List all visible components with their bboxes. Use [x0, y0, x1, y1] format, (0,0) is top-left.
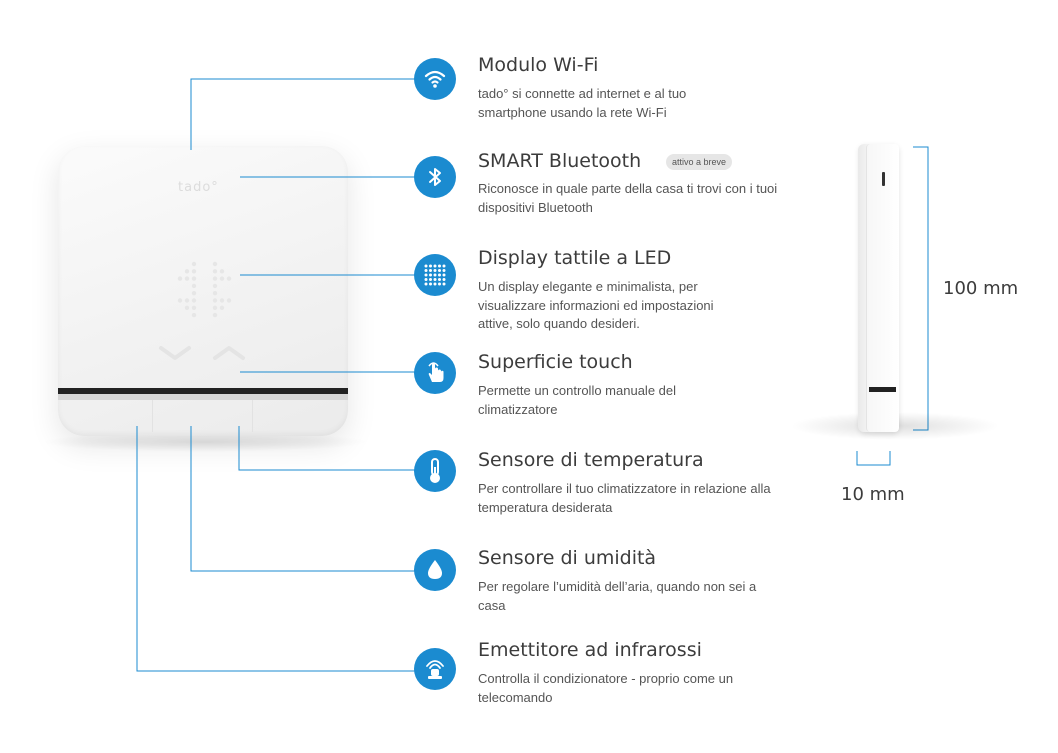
led-dot: [219, 269, 225, 274]
led-dot: [219, 298, 225, 303]
led-dot: [191, 305, 197, 310]
callout-line-temperature: [238, 426, 416, 471]
led-dot: [212, 291, 218, 296]
led-dot: [184, 276, 190, 281]
led-grid-dot: [442, 278, 446, 281]
led-dot: [191, 269, 197, 274]
device-front-view: tado°: [58, 146, 348, 436]
led-grid-dot: [433, 278, 437, 281]
feature-desc-display: Un display elegante e minimalista, per v…: [478, 279, 714, 331]
led-dot: [219, 305, 225, 310]
led-dot: [177, 276, 183, 281]
led-dot: [191, 291, 197, 296]
led-grid-dot: [429, 273, 432, 277]
led-grid-dot: [438, 273, 441, 277]
led-matrix-display: [177, 261, 232, 318]
led-dot: [184, 298, 190, 303]
device-black-band: [58, 388, 348, 394]
device-side-band: [869, 387, 896, 392]
led-grid-dot: [438, 282, 441, 286]
led-grid-dot: [424, 278, 428, 281]
led-grid-dot: [433, 273, 437, 277]
device-shadow: [40, 432, 370, 452]
feature-desc-temperature: Per controllare il tuo climatizzatore in…: [478, 481, 771, 515]
led-grid-dot: [424, 273, 428, 277]
led-dot: [184, 269, 190, 274]
device-side-slot: [882, 172, 885, 186]
led-dot: [212, 276, 218, 281]
led-grid-dot: [433, 282, 437, 286]
led-dot: [212, 261, 218, 267]
feature-title-infrared: Emettitore ad infrarossi: [478, 639, 702, 661]
device-logo: tado°: [178, 180, 219, 195]
callout-line-humidity: [190, 426, 416, 572]
led-grid-dot: [438, 264, 441, 268]
feature-desc-bluetooth: Riconosce in quale parte della casa ti t…: [478, 181, 778, 215]
led-grid-dot: [429, 278, 432, 281]
height-dimension-label: 100 mm: [943, 278, 1019, 299]
led-dot: [212, 283, 218, 289]
led-grid-dot: [438, 269, 441, 272]
led-dot: [191, 312, 197, 318]
coming-soon-badge: attivo a breve: [666, 154, 733, 170]
led-dot: [212, 312, 218, 318]
feature-desc-humidity: Per regolare l’umidità dell’aria, quando…: [478, 579, 757, 613]
led-dot: [219, 276, 225, 281]
led-dot: [226, 276, 232, 281]
led-dot: [212, 269, 218, 274]
bluetooth-icon: [414, 156, 456, 198]
feature-desc-touch: Permette un controllo manuale del climat…: [478, 383, 677, 417]
infrared-emitter-icon: [414, 648, 456, 690]
feature-title-touch: Superficie touch: [478, 351, 633, 373]
callout-line-infrared: [136, 426, 416, 672]
feature-title-bluetooth: SMART Bluetooth: [478, 150, 642, 172]
device-grey-band: [58, 394, 348, 400]
led-dot: [212, 305, 218, 310]
led-dot: [191, 276, 197, 281]
feature-title-humidity: Sensore di umidità: [478, 547, 657, 569]
led-grid-dot: [429, 264, 432, 268]
feature-title-temperature: Sensore di temperatura: [478, 449, 704, 471]
led-grid-dot: [429, 269, 432, 272]
led-grid-dot: [424, 269, 428, 272]
depth-dimension-bracket: [856, 451, 891, 466]
arrow-down-icon: [159, 346, 191, 360]
led-grid-dot: [424, 282, 428, 286]
depth-dimension-label: 10 mm: [841, 484, 905, 505]
led-grid-dot: [442, 269, 446, 272]
thermometer-icon: [414, 450, 456, 492]
led-dot: [177, 298, 183, 303]
led-grid-dot: [442, 273, 446, 277]
device-key-center: [152, 400, 253, 432]
feature-desc-wifi: tado° si connette ad internet e al tuo s…: [478, 86, 687, 120]
led-grid-dot: [438, 278, 441, 281]
water-drop-icon: [414, 549, 456, 591]
feature-title-wifi: Modulo Wi-Fi: [478, 54, 599, 76]
device-side-face: [866, 144, 899, 432]
led-dot: [212, 298, 218, 303]
touch-hand-icon: [414, 352, 456, 394]
led-dot: [184, 305, 190, 310]
feature-title-display: Display tattile a LED: [478, 247, 672, 269]
led-grid-icon: [414, 254, 456, 296]
feature-desc-infrared: Controlla il condizionatore - proprio co…: [478, 671, 734, 705]
led-grid-dot: [433, 264, 437, 268]
led-dot: [226, 298, 232, 303]
led-dot: [191, 283, 197, 289]
arrow-up-icon: [213, 346, 245, 360]
led-grid-dot: [424, 264, 428, 268]
callout-line-wifi: [190, 78, 416, 150]
height-dimension-bracket: [913, 146, 929, 431]
led-grid-dot: [429, 282, 432, 286]
device-key-left: [58, 400, 153, 432]
wifi-icon: [414, 58, 456, 100]
led-grid-dot: [433, 269, 437, 272]
led-dot: [191, 298, 197, 303]
led-grid-dot: [442, 282, 446, 286]
led-grid-dot: [442, 264, 446, 268]
led-dot: [191, 261, 197, 267]
